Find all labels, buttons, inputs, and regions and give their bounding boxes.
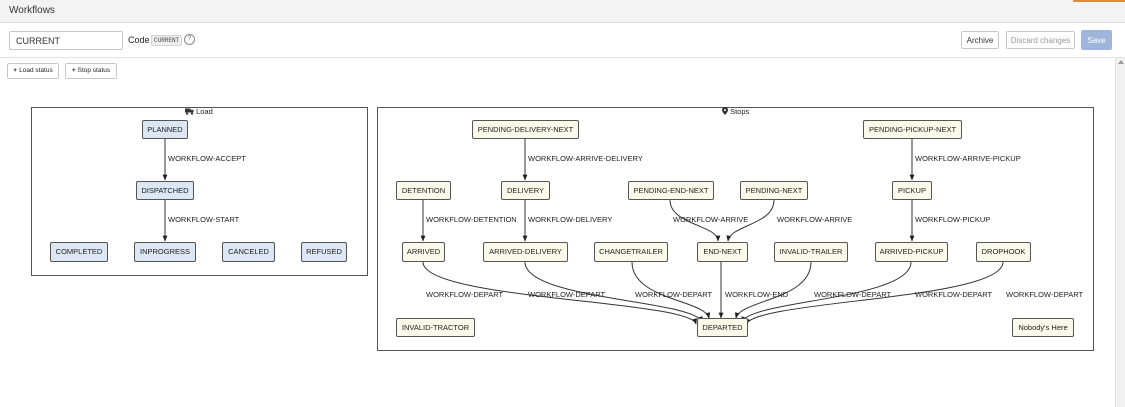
map-pin-icon (722, 107, 728, 115)
add-load-status-button[interactable]: +Load status (7, 63, 59, 79)
scroll-up-icon[interactable] (1118, 60, 1124, 64)
status-node-pending-next[interactable]: PENDING-NEXT (740, 181, 808, 200)
edge-label-workflow-arrive: WORKFLOW-ARRIVE (673, 215, 749, 224)
edge-arrived-departed (422, 261, 697, 325)
edge-label-workflow-pickup: WORKFLOW-PICKUP (915, 215, 991, 224)
code-badge: CURRENT (151, 35, 183, 46)
edge-label-workflow-depart: WORKFLOW-DEPART (528, 290, 606, 299)
archive-button[interactable]: Archive (961, 31, 999, 49)
page-title: Workflows (9, 5, 55, 16)
status-node-pending-delivery-next[interactable]: PENDING-DELIVERY-NEXT (472, 120, 579, 139)
add-stop-status-label: Stop status (77, 67, 111, 74)
status-node-pickup[interactable]: PICKUP (892, 181, 932, 200)
status-node-invalid-trailer[interactable]: INVALID-TRAILER (774, 242, 848, 262)
app-header: Workflows (0, 0, 1125, 23)
edge-arrived-delivery-departed (524, 261, 703, 323)
edge-pending-next-end-next (726, 199, 775, 242)
edge-label-workflow-arrive: WORKFLOW-ARRIVE (777, 215, 853, 224)
status-node-drophook[interactable]: DROPHOOK (976, 242, 1031, 262)
status-node-pending-end-next[interactable]: PENDING-END-NEXT (628, 181, 714, 200)
status-node-pending-pickup-next[interactable]: PENDING-PICKUP-NEXT (863, 120, 962, 139)
status-node-arrived[interactable]: ARRIVED (402, 242, 445, 262)
load-cluster-label: Load (185, 107, 213, 116)
plus-icon: + (71, 67, 76, 74)
status-node-changetrailer[interactable]: CHANGETRAILER (594, 242, 668, 262)
edge-changetrailer-departed (631, 261, 711, 319)
status-node-inprogress[interactable]: INPROGRESS (134, 242, 196, 262)
brand-accent (1073, 0, 1125, 2)
edge-invalid-trailer-departed (734, 261, 812, 319)
status-node-arrived-delivery[interactable]: ARRIVED-DELIVERY (483, 242, 568, 262)
stops-cluster-title: Stops (730, 107, 750, 116)
plus-icon: + (13, 67, 18, 74)
edge-label-workflow-depart: WORKFLOW-DEPART (635, 290, 713, 299)
status-node-canceled[interactable]: CANCELED (222, 242, 275, 262)
status-node-departed[interactable]: DEPARTED (697, 318, 748, 337)
status-node-detention[interactable]: DETENTION (396, 181, 451, 200)
status-node-dispatched[interactable]: DISPATCHED (136, 181, 194, 200)
edge-label-workflow-arrive-delivery: WORKFLOW-ARRIVE-DELIVERY (528, 154, 643, 163)
edge-label-workflow-start: WORKFLOW-START (168, 215, 240, 224)
add-load-status-label: Load status (19, 67, 53, 74)
edge-label-workflow-depart: WORKFLOW-DEPART (426, 290, 504, 299)
truck-icon (185, 108, 194, 115)
edge-pending-end-next-end-next (669, 199, 721, 242)
edge-label-workflow-depart: WORKFLOW-DEPART (814, 290, 892, 299)
status-node-completed[interactable]: COMPLETED (50, 242, 108, 262)
status-node-arrived-pickup[interactable]: ARRIVED-PICKUP (875, 242, 948, 262)
edge-label-workflow-arrive-pickup: WORKFLOW-ARRIVE-PICKUP (915, 154, 1021, 163)
status-node-invalid-tractor[interactable]: INVALID-TRACTOR (396, 318, 475, 337)
edge-label-workflow-detention: WORKFLOW-DETENTION (426, 215, 517, 224)
edge-label-workflow-end: WORKFLOW-END (725, 290, 789, 299)
code-label: Code (128, 35, 150, 45)
edge-label-workflow-depart: WORKFLOW-DEPART (1006, 290, 1084, 299)
stops-cluster-label: Stops (722, 107, 749, 116)
save-button[interactable]: Save (1081, 30, 1112, 50)
help-icon[interactable]: ? (184, 34, 195, 45)
status-node-end-next[interactable]: END-NEXT (697, 242, 748, 262)
status-node-planned[interactable]: PLANNED (142, 120, 188, 139)
workflow-code-input[interactable] (9, 31, 123, 50)
status-node-refused[interactable]: REFUSED (301, 242, 347, 262)
workflow-toolbar: Code CURRENT ? Archive Discard changes S… (0, 23, 1125, 58)
load-cluster-title: Load (196, 107, 213, 116)
status-node-nobodys-here[interactable]: Nobody's Here (1012, 318, 1074, 337)
add-stop-status-button[interactable]: +Stop status (65, 63, 117, 79)
edge-label-workflow-accept: WORKFLOW-ACCEPT (168, 154, 246, 163)
edge-arrived-pickup-departed (741, 261, 912, 323)
vertical-scrollbar[interactable] (1115, 58, 1125, 407)
edge-label-workflow-delivery: WORKFLOW-DELIVERY (528, 215, 613, 224)
status-node-delivery[interactable]: DELIVERY (501, 181, 550, 200)
stops-cluster (377, 107, 1094, 351)
discard-changes-button[interactable]: Discard changes (1006, 31, 1075, 49)
edge-label-workflow-depart: WORKFLOW-DEPART (915, 290, 993, 299)
edge-drophook-departed (745, 261, 1004, 325)
